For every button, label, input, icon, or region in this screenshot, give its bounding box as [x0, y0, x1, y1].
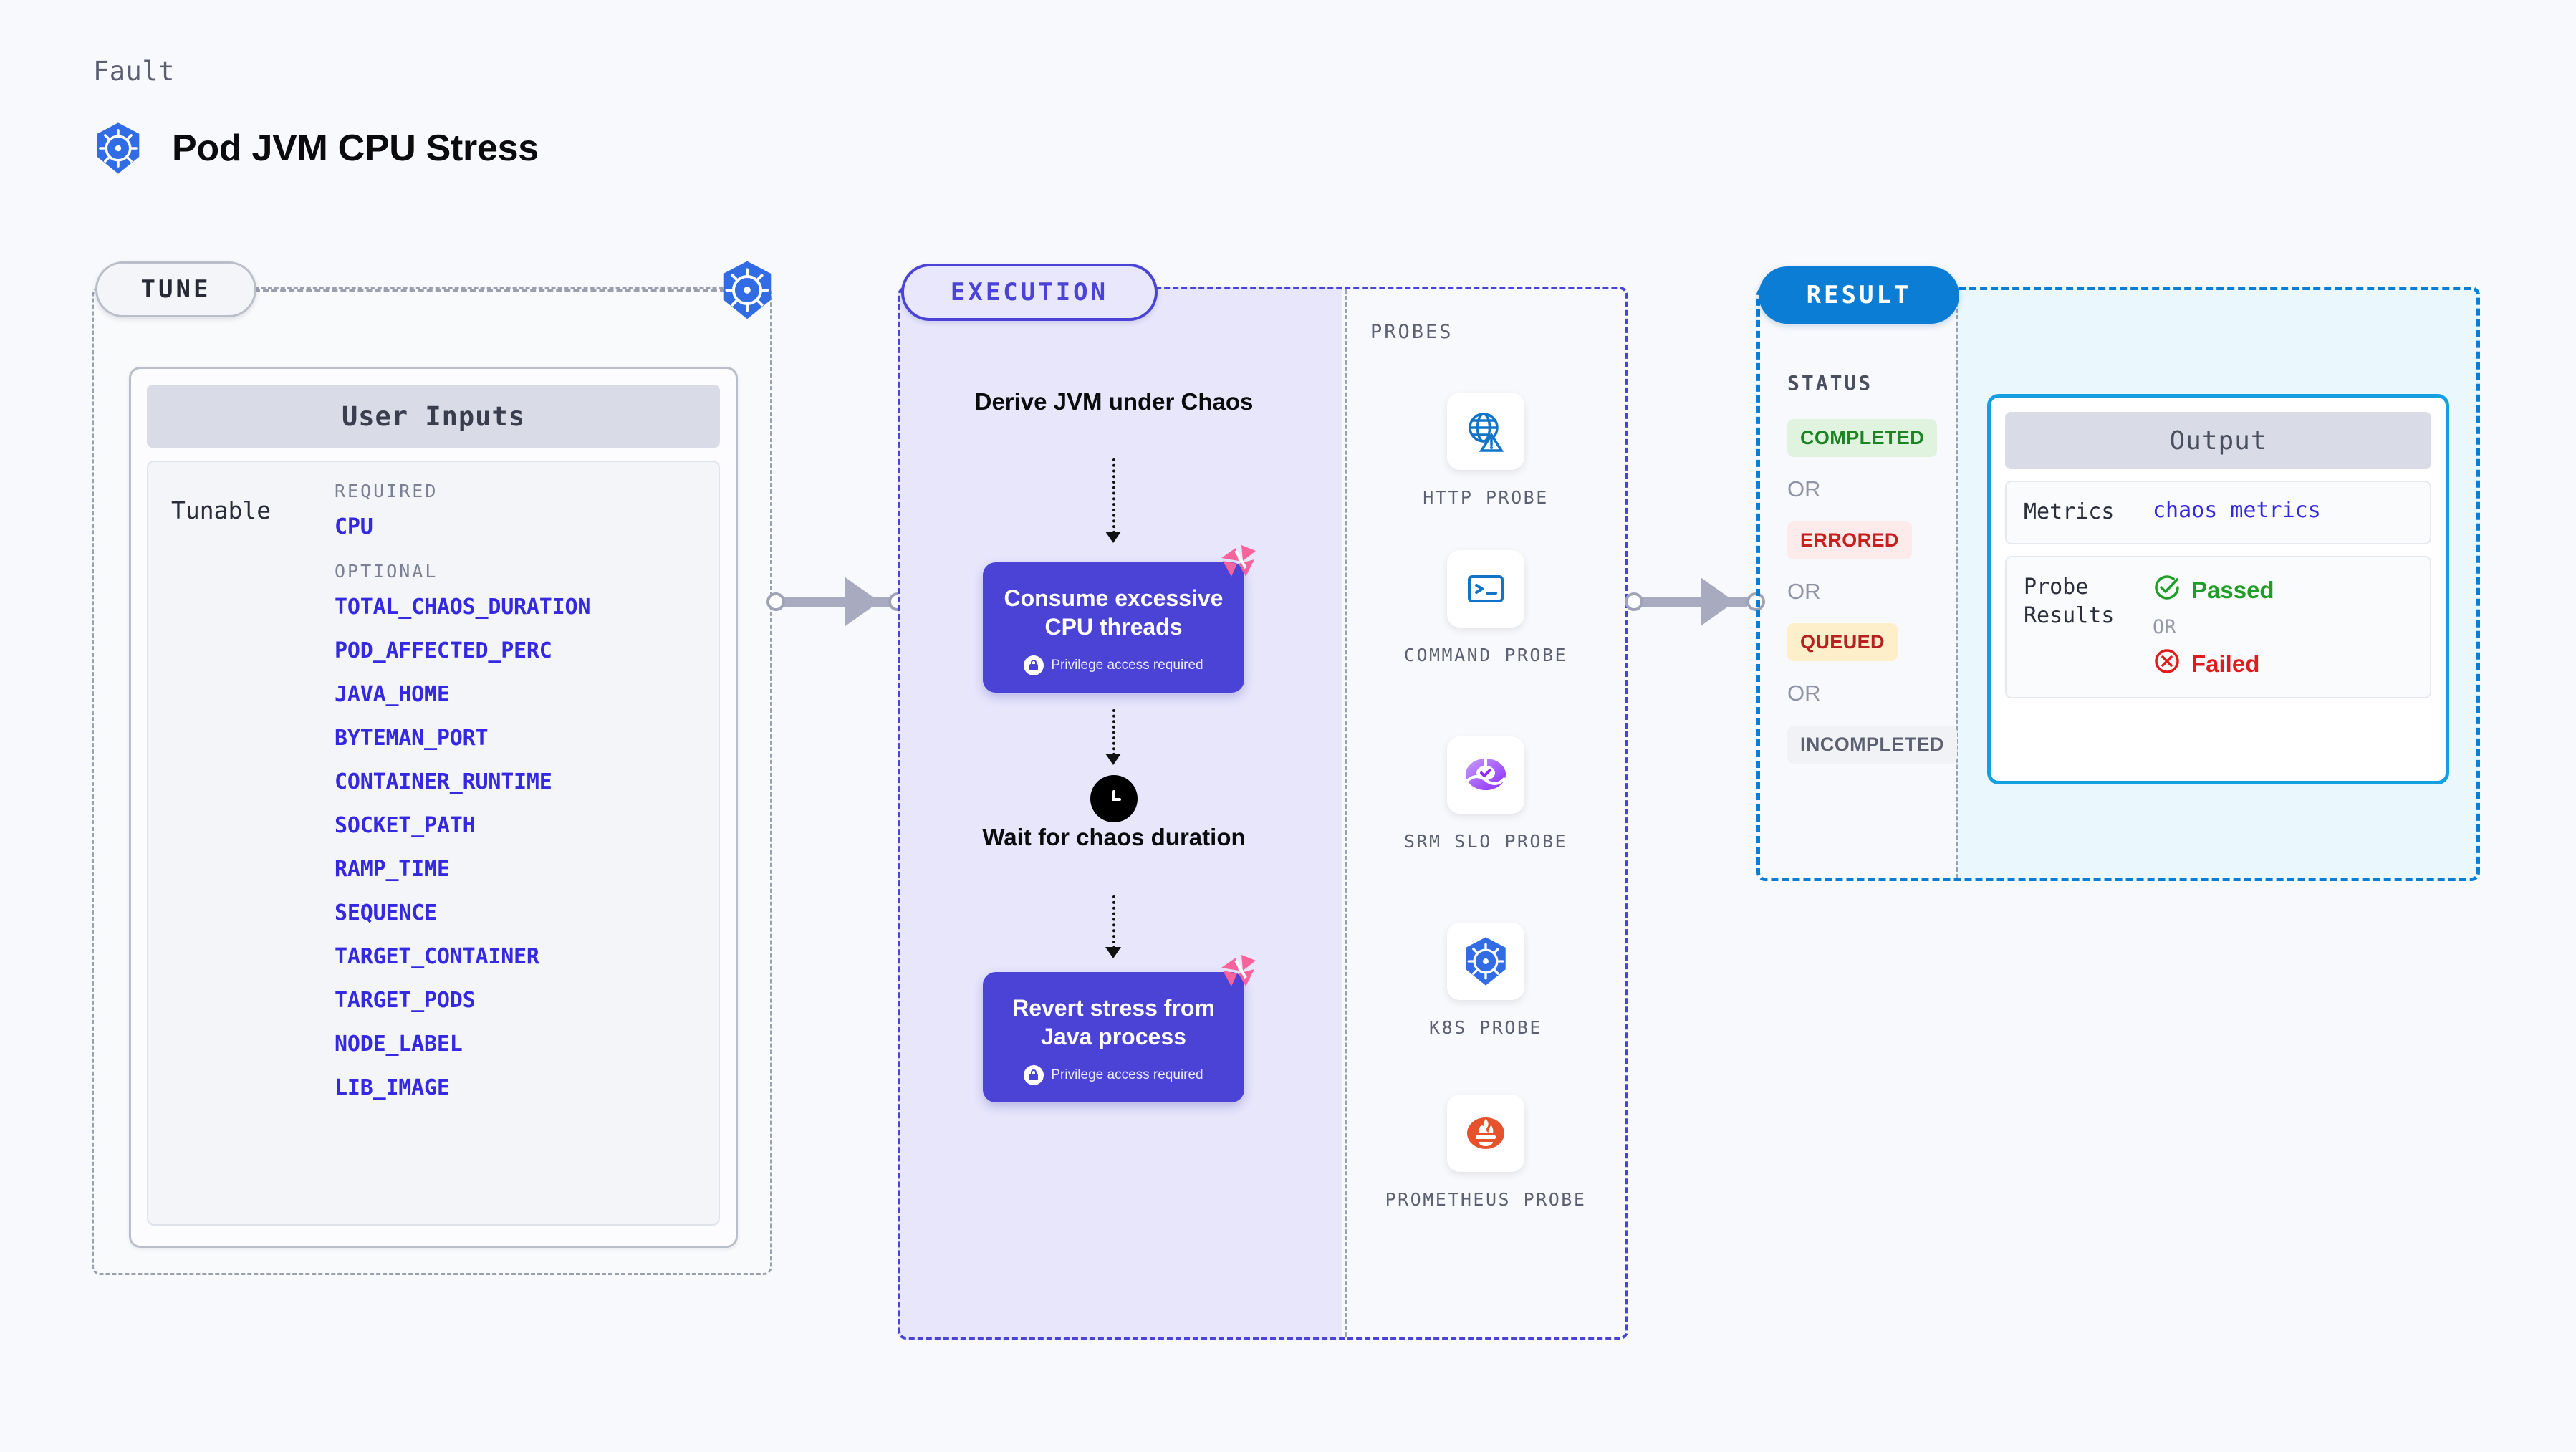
output-card: Output Metrics chaos metrics Probe Resul… [1987, 394, 2449, 784]
step-wait-title: Wait for chaos duration [982, 824, 1246, 850]
user-inputs-body: Tunable REQUIRED CPU OPTIONAL TOTAL_CHAO… [147, 461, 720, 1226]
step-derive-jvm-title: Derive JVM under Chaos [974, 388, 1254, 415]
probe-http-label: HTTP PROBE [1423, 487, 1549, 508]
user-inputs-card: User Inputs Tunable REQUIRED CPU OPTIONA… [129, 367, 738, 1248]
output-metrics-row: Metrics chaos metrics [2005, 481, 2431, 544]
probe-result-failed-label: Failed [2191, 650, 2260, 677]
prometheus-icon [1447, 1095, 1524, 1172]
probe-result-passed-label: Passed [2191, 576, 2274, 603]
srm-slo-icon [1447, 736, 1524, 814]
step-revert-stress-card[interactable]: Revert stress from Java process Privileg… [983, 955, 1256, 1102]
consume-privilege-label: Privilege access required [1051, 658, 1203, 673]
tunable-pod-affected-perc[interactable]: POD_AFFECTED_PERC [335, 638, 552, 663]
probe-k8s[interactable]: K8S PROBE [1378, 923, 1593, 1040]
tunable-node-label[interactable]: NODE_LABEL [335, 1032, 463, 1057]
tunable-sequence[interactable]: SEQUENCE [335, 900, 437, 925]
probe-prometheus[interactable]: PROMETHEUS PROBE [1378, 1095, 1593, 1212]
tunable-container-runtime[interactable]: CONTAINER_RUNTIME [335, 769, 552, 794]
probe-k8s-label: K8S PROBE [1429, 1017, 1542, 1038]
probe-srm-slo[interactable]: SRM SLO PROBE [1378, 736, 1593, 854]
kubernetes-icon [93, 122, 143, 175]
group-title-required: REQUIRED [335, 481, 438, 501]
tunable-byteman-port[interactable]: BYTEMAN_PORT [335, 726, 489, 751]
tunable-target-container[interactable]: TARGET_CONTAINER [335, 944, 539, 969]
chaos-badge-icon [1217, 952, 1261, 997]
probe-result-or: OR [2153, 615, 2176, 638]
arrow-wait-to-revert [1112, 895, 1115, 949]
output-probe-results-key: Probe Results [2024, 574, 2115, 629]
tunable-socket-path[interactable]: SOCKET_PATH [335, 813, 476, 838]
fault-eyebrow: Fault [93, 56, 175, 87]
x-circle-icon [2153, 647, 2181, 681]
status-label: STATUS [1787, 371, 1873, 395]
status-badge-queued: QUEUED [1787, 623, 1898, 661]
output-metrics-key: Metrics [2024, 499, 2115, 524]
tune-kubernetes-badge-icon [719, 260, 776, 324]
check-circle-icon [2153, 573, 2181, 607]
output-metrics-value[interactable]: chaos metrics [2153, 498, 2321, 523]
arrow-head-3 [1105, 947, 1121, 958]
probes-divider [1345, 289, 1347, 1337]
revert-privilege-label: Privilege access required [1051, 1067, 1203, 1082]
step-consume-cpu-card[interactable]: Consume excessive CPU threads Privilege … [983, 545, 1256, 693]
execution-pill[interactable]: EXECUTION [901, 264, 1158, 321]
arrow-head-2 [1105, 754, 1121, 765]
probe-command[interactable]: COMMAND PROBE [1378, 550, 1593, 668]
status-or-3: OR [1787, 681, 1821, 706]
chaos-badge-icon [1217, 542, 1261, 587]
probe-prometheus-label: PROMETHEUS PROBE [1385, 1189, 1587, 1210]
arrow-derive-to-consume [1112, 458, 1115, 534]
probes-label: PROBES [1370, 321, 1453, 343]
tunable-total-chaos-duration[interactable]: TOTAL_CHAOS_DURATION [335, 595, 591, 620]
tunable-list: REQUIRED CPU OPTIONAL TOTAL_CHAOS_DURATI… [335, 481, 704, 1206]
status-divider [1956, 289, 1958, 878]
step-consume-cpu-label: Consume excessive CPU threads [1004, 585, 1224, 640]
terminal-icon [1447, 550, 1524, 628]
output-probe-results-row: Probe Results Passed OR [2005, 555, 2431, 698]
arrow-consume-to-wait [1112, 709, 1115, 756]
arrow-head-1 [1105, 532, 1121, 543]
status-or-1: OR [1787, 476, 1821, 501]
status-or-2: OR [1787, 579, 1821, 604]
clock-icon [1090, 775, 1138, 822]
kubernetes-icon [1447, 923, 1524, 1000]
page-title: Pod JVM CPU Stress [172, 128, 539, 169]
tunable-cpu[interactable]: CPU [335, 514, 373, 539]
status-badge-errored: ERRORED [1787, 521, 1912, 559]
tune-connector-line [254, 289, 734, 292]
tunable-target-pods[interactable]: TARGET_PODS [335, 988, 476, 1013]
probe-results-values: Passed OR Failed [2153, 573, 2274, 681]
output-header: Output [2005, 412, 2431, 469]
probe-http[interactable]: HTTP PROBE [1378, 393, 1593, 510]
tunable-label: Tunable [171, 496, 271, 524]
tunable-lib-image[interactable]: LIB_IMAGE [335, 1075, 450, 1100]
status-badge-incompleted: INCOMPLETED [1787, 726, 1957, 764]
tune-pill[interactable]: TUNE [95, 261, 256, 317]
result-panel [1756, 287, 2480, 881]
lock-icon [1024, 1065, 1044, 1085]
tunable-java-home[interactable]: JAVA_HOME [335, 682, 450, 707]
step-revert-stress-label: Revert stress from Java process [1012, 995, 1215, 1049]
group-title-optional: OPTIONAL [335, 561, 438, 582]
probe-result-failed: Failed [2153, 647, 2274, 681]
probe-srm-slo-label: SRM SLO PROBE [1403, 831, 1568, 852]
execution-panel [898, 287, 1628, 1340]
probe-command-label: COMMAND PROBE [1403, 645, 1568, 665]
page-title-row: Pod JVM CPU Stress [93, 122, 539, 175]
globe-warning-icon [1447, 393, 1524, 470]
revert-privilege-row: Privilege access required [999, 1065, 1229, 1085]
tunable-ramp-time[interactable]: RAMP_TIME [335, 857, 450, 882]
probe-result-passed: Passed [2153, 573, 2274, 607]
user-inputs-header: User Inputs [147, 385, 720, 448]
consume-privilege-row: Privilege access required [999, 655, 1229, 675]
status-badge-completed: COMPLETED [1787, 419, 1938, 457]
result-pill[interactable]: RESULT [1759, 266, 1959, 324]
lock-icon [1024, 655, 1044, 675]
